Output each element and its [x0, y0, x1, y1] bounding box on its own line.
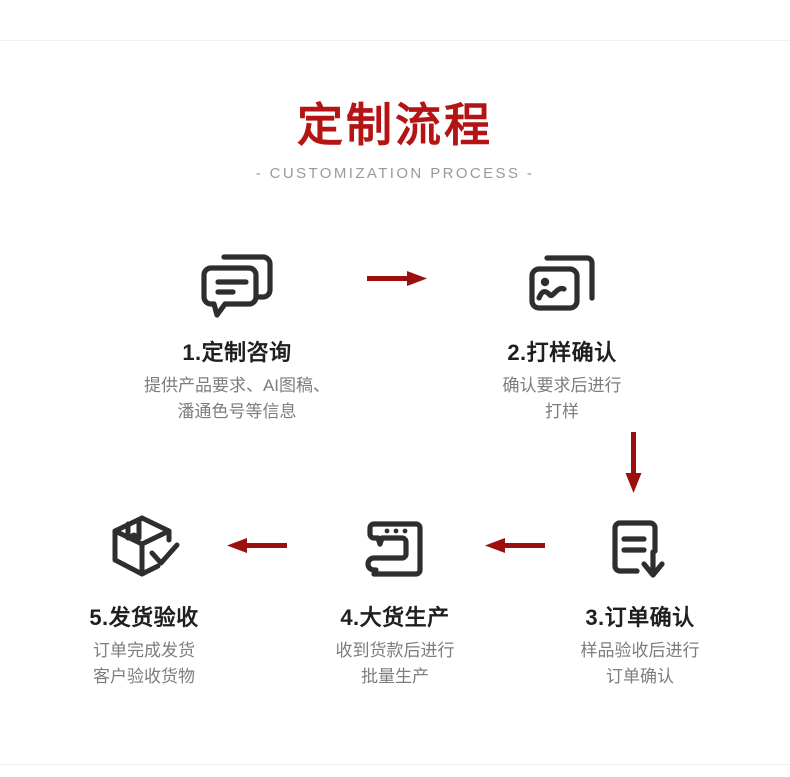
process-step-4: 4.大货生产 收到货款后进行 批量生产 — [270, 508, 520, 690]
photo-sample-icon — [437, 243, 687, 325]
step-4-description-line-1: 收到货款后进行 — [335, 640, 455, 660]
step-5-title: 5.发货验收 — [89, 605, 199, 630]
arrow-left-step4-to-step5 — [225, 535, 287, 562]
page-subtitle: - CUSTOMIZATION PROCESS - — [255, 164, 535, 182]
step-4-description: 收到货款后进行 批量生产 — [270, 638, 520, 691]
step-1-description: 提供产品要求、AI图稿、 潘通色号等信息 — [112, 373, 362, 426]
process-step-2: 2.打样确认 确认要求后进行 打样 — [437, 243, 687, 425]
top-divider — [0, 40, 790, 41]
step-3-description-line-2: 订单确认 — [606, 666, 674, 686]
step-2-description-line-2: 打样 — [545, 401, 579, 421]
step-5-description-line-1: 订单完成发货 — [93, 640, 195, 660]
sewing-machine-icon — [270, 508, 520, 590]
step-3-title: 3.订单确认 — [585, 605, 695, 630]
process-step-5: 5.发货验收 订单完成发货 客户验收货物 — [19, 508, 269, 690]
page-title: 定制流程 — [297, 99, 493, 151]
box-check-icon — [19, 508, 269, 590]
process-step-1: 1.定制咨询 提供产品要求、AI图稿、 潘通色号等信息 — [112, 243, 362, 425]
step-1-description-line-1: 提供产品要求、AI图稿、 — [143, 375, 331, 395]
arrow-right-step1-to-step2 — [367, 268, 429, 295]
step-2-description-line-1: 确认要求后进行 — [502, 375, 622, 395]
step-2-description: 确认要求后进行 打样 — [437, 373, 687, 426]
step-5-description-line-2: 客户验收货物 — [93, 666, 195, 686]
arrow-down-step2-to-step3 — [622, 432, 646, 499]
step-4-description-line-2: 批量生产 — [361, 666, 429, 686]
step-5-description: 订单完成发货 客户验收货物 — [19, 638, 269, 691]
step-2-title: 2.打样确认 — [507, 340, 617, 365]
arrow-left-step3-to-step4 — [483, 535, 545, 562]
step-4-title: 4.大货生产 — [340, 605, 450, 630]
step-3-description: 样品验收后进行 订单确认 — [515, 638, 765, 691]
document-download-icon — [515, 508, 765, 590]
bottom-divider — [0, 764, 790, 765]
process-step-3: 3.订单确认 样品验收后进行 订单确认 — [515, 508, 765, 690]
chat-bubbles-icon — [112, 243, 362, 325]
step-3-description-line-1: 样品验收后进行 — [580, 640, 700, 660]
step-1-description-line-2: 潘通色号等信息 — [177, 401, 297, 421]
step-1-title: 1.定制咨询 — [182, 340, 292, 365]
page-header: 定制流程 - CUSTOMIZATION PROCESS - — [0, 99, 790, 182]
